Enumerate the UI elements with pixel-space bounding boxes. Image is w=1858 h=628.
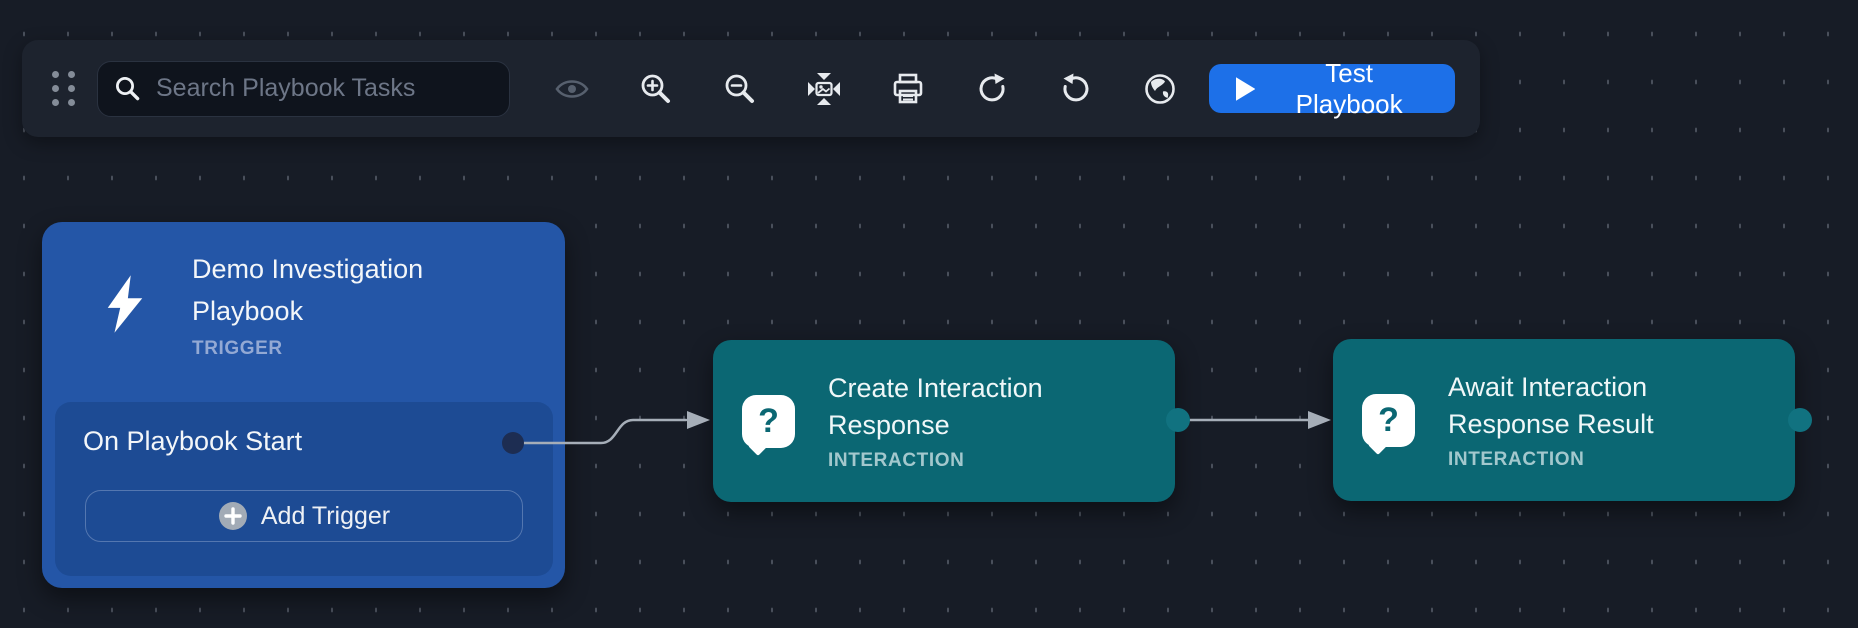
print-button[interactable] — [886, 67, 930, 111]
node-type-label: INTERACTION — [1448, 449, 1585, 470]
zoom-out-icon — [725, 74, 754, 103]
globe-button[interactable] — [1138, 67, 1182, 111]
trigger-header: Demo Investigation Playbook TRIGGER — [42, 222, 565, 360]
undo-icon — [1063, 73, 1089, 101]
zoom-in-button[interactable] — [634, 67, 678, 111]
undo-button[interactable] — [1054, 67, 1098, 111]
question-glyph: ? — [1378, 400, 1399, 439]
trigger-list-panel: On Playbook Start Add Trigger — [55, 402, 553, 576]
test-playbook-button[interactable]: Test Playbook — [1208, 58, 1455, 119]
plus-icon — [218, 502, 247, 530]
trigger-item-on-playbook-start[interactable]: On Playbook Start — [83, 426, 303, 456]
globe-icon — [1144, 73, 1175, 104]
redo-icon — [979, 73, 1005, 101]
node-title: Demo Investigation Playbook — [192, 254, 424, 326]
drag-handle-icon[interactable] — [52, 71, 75, 106]
zoom-in-icon — [641, 74, 670, 103]
node-title: Await Interaction Response Result — [1448, 372, 1654, 439]
question-glyph: ? — [758, 401, 779, 440]
visibility-button[interactable] — [550, 67, 594, 111]
canvas-toolbar: Test Playbook — [22, 40, 1480, 137]
add-trigger-label: Add Trigger — [260, 501, 391, 530]
question-bubble-icon: ? — [742, 394, 795, 448]
search-box[interactable] — [97, 60, 510, 117]
test-playbook-label: Test Playbook — [1295, 57, 1403, 119]
fit-to-screen-button[interactable] — [802, 67, 846, 111]
play-icon — [1235, 76, 1256, 101]
node-create-interaction-response[interactable]: ? Create Interaction Response INTERACTIO… — [713, 340, 1175, 502]
node-await-interaction-response-result[interactable]: ? Await Interaction Response Result INTE… — [1333, 339, 1795, 501]
node-title: Create Interaction Response — [828, 373, 1043, 440]
arrowhead-icon — [1308, 411, 1331, 429]
fit-to-screen-icon — [807, 72, 840, 105]
zoom-out-button[interactable] — [718, 67, 762, 111]
print-icon — [893, 73, 923, 103]
add-trigger-button[interactable]: Add Trigger — [85, 490, 523, 542]
question-bubble-icon: ? — [1362, 393, 1415, 447]
eye-icon — [555, 79, 589, 98]
lightning-bolt-icon — [107, 275, 143, 333]
node-trigger[interactable]: Demo Investigation Playbook TRIGGER On P… — [42, 222, 565, 588]
search-icon — [116, 77, 140, 101]
node-type-label: INTERACTION — [828, 450, 965, 471]
arrowhead-icon — [687, 411, 710, 429]
redo-button[interactable] — [970, 67, 1014, 111]
node-type-label: TRIGGER — [192, 338, 283, 359]
search-input[interactable] — [154, 73, 493, 104]
toolbar-tools — [550, 67, 1182, 111]
